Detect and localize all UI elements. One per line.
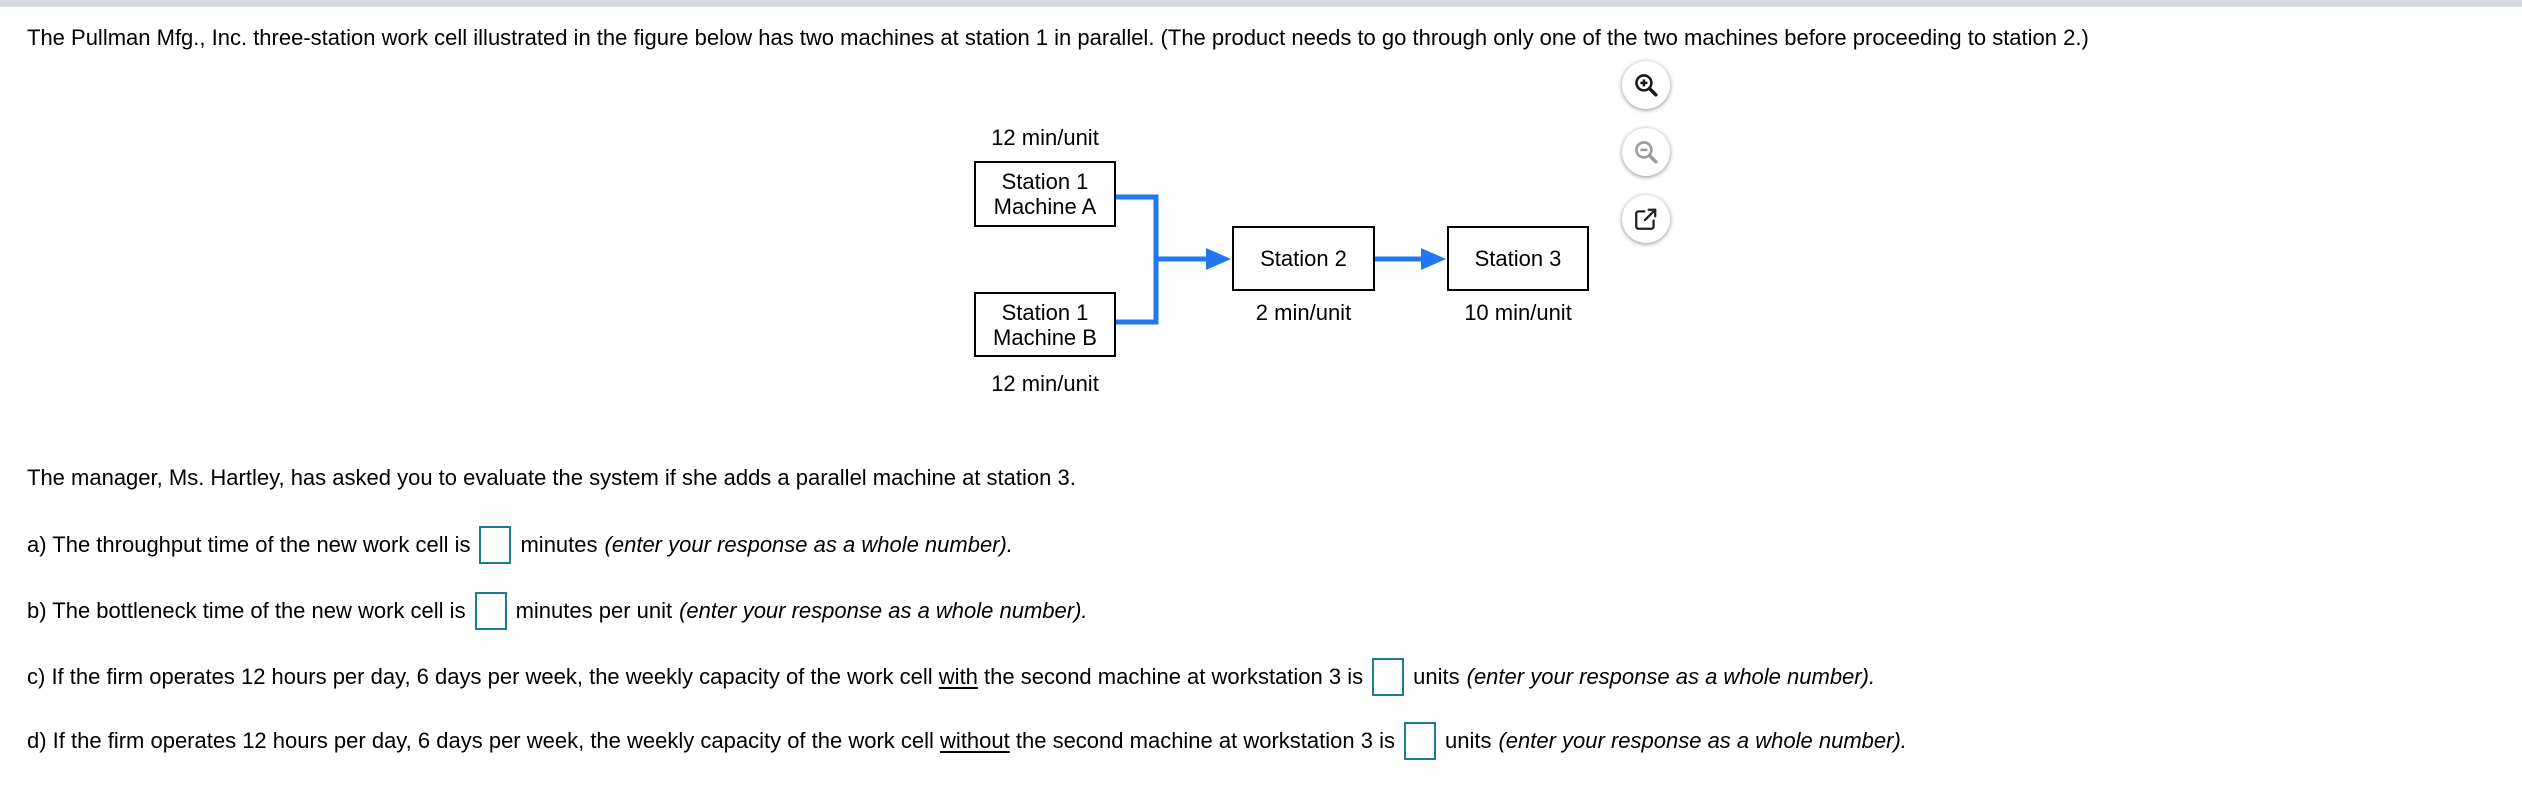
question-c-text2: the second machine at workstation 3 is <box>977 664 1364 689</box>
station1-machine-b-box: Station 1 Machine B <box>974 292 1116 357</box>
zoom-in-icon <box>1632 71 1660 99</box>
zoom-out-icon <box>1632 138 1660 166</box>
question-c-text: c) If the firm operates 12 hours per day… <box>27 664 939 689</box>
flow-arrowhead-2 <box>1421 248 1446 270</box>
answer-input-b[interactable] <box>474 592 507 630</box>
open-in-new-icon <box>1633 206 1659 232</box>
station3-rate-label: 10 min/unit <box>1464 300 1572 325</box>
question-d: d) If the firm operates 12 hours per day… <box>27 721 1907 761</box>
top-border-bar <box>0 0 2522 7</box>
answer-input-d[interactable] <box>1403 722 1436 760</box>
problem-statement: The Pullman Mfg., Inc. three-station wor… <box>27 25 2089 50</box>
station1a-line2: Machine A <box>993 194 1097 219</box>
question-a-note: (enter your response as a whole number). <box>604 532 1013 557</box>
station1b-line1: Station 1 <box>1001 299 1089 325</box>
question-b-unit: minutes per unit <box>515 598 673 623</box>
station2-label: Station 2 <box>1260 246 1347 271</box>
question-c-unit: units <box>1413 664 1460 689</box>
question-d-text: d) If the firm operates 12 hours per day… <box>27 728 941 753</box>
question-c-underline: with <box>938 664 978 689</box>
question-d-text2: the second machine at workstation 3 is <box>1009 728 1395 753</box>
question-d-unit: units <box>1444 728 1492 753</box>
flow-arrowhead-1 <box>1206 248 1231 270</box>
station1a-line1: Station 1 <box>1001 169 1089 194</box>
station2-rate-label: 2 min/unit <box>1255 300 1352 325</box>
question-b-note: (enter your response as a whole number). <box>679 598 1088 623</box>
question-a: a) The throughput time of the new work c… <box>27 525 1013 565</box>
station2-box: Station 2 <box>1232 226 1375 291</box>
station1-machine-a-box: Station 1 Machine A <box>974 161 1116 227</box>
station3-label: Station 3 <box>1474 246 1562 271</box>
manager-statement: The manager, Ms. Hartley, has asked you … <box>27 465 1076 490</box>
question-d-underline: without <box>940 728 1010 753</box>
open-in-new-button[interactable] <box>1622 195 1670 243</box>
answer-input-a[interactable] <box>479 526 512 564</box>
question-b: b) The bottleneck time of the new work c… <box>27 591 1088 631</box>
question-d-note: (enter your response as a whole number). <box>1498 728 1907 753</box>
answer-input-c[interactable] <box>1372 658 1405 696</box>
station1b-rate-label: 12 min/unit <box>991 371 1099 396</box>
question-a-unit: minutes <box>520 532 598 557</box>
station1a-rate-label: 12 min/unit <box>991 125 1099 150</box>
question-c: c) If the firm operates 12 hours per day… <box>27 657 1875 697</box>
question-c-note: (enter your response as a whole number). <box>1466 664 1876 689</box>
question-b-text: b) The bottleneck time of the new work c… <box>27 598 466 623</box>
station3-box: Station 3 <box>1447 226 1589 291</box>
zoom-out-button[interactable] <box>1622 128 1670 176</box>
merge-connector-line <box>1116 194 1159 325</box>
zoom-in-button[interactable] <box>1622 61 1670 109</box>
question-a-text: a) The throughput time of the new work c… <box>27 532 471 557</box>
station1b-line2: Machine B <box>993 324 1097 350</box>
